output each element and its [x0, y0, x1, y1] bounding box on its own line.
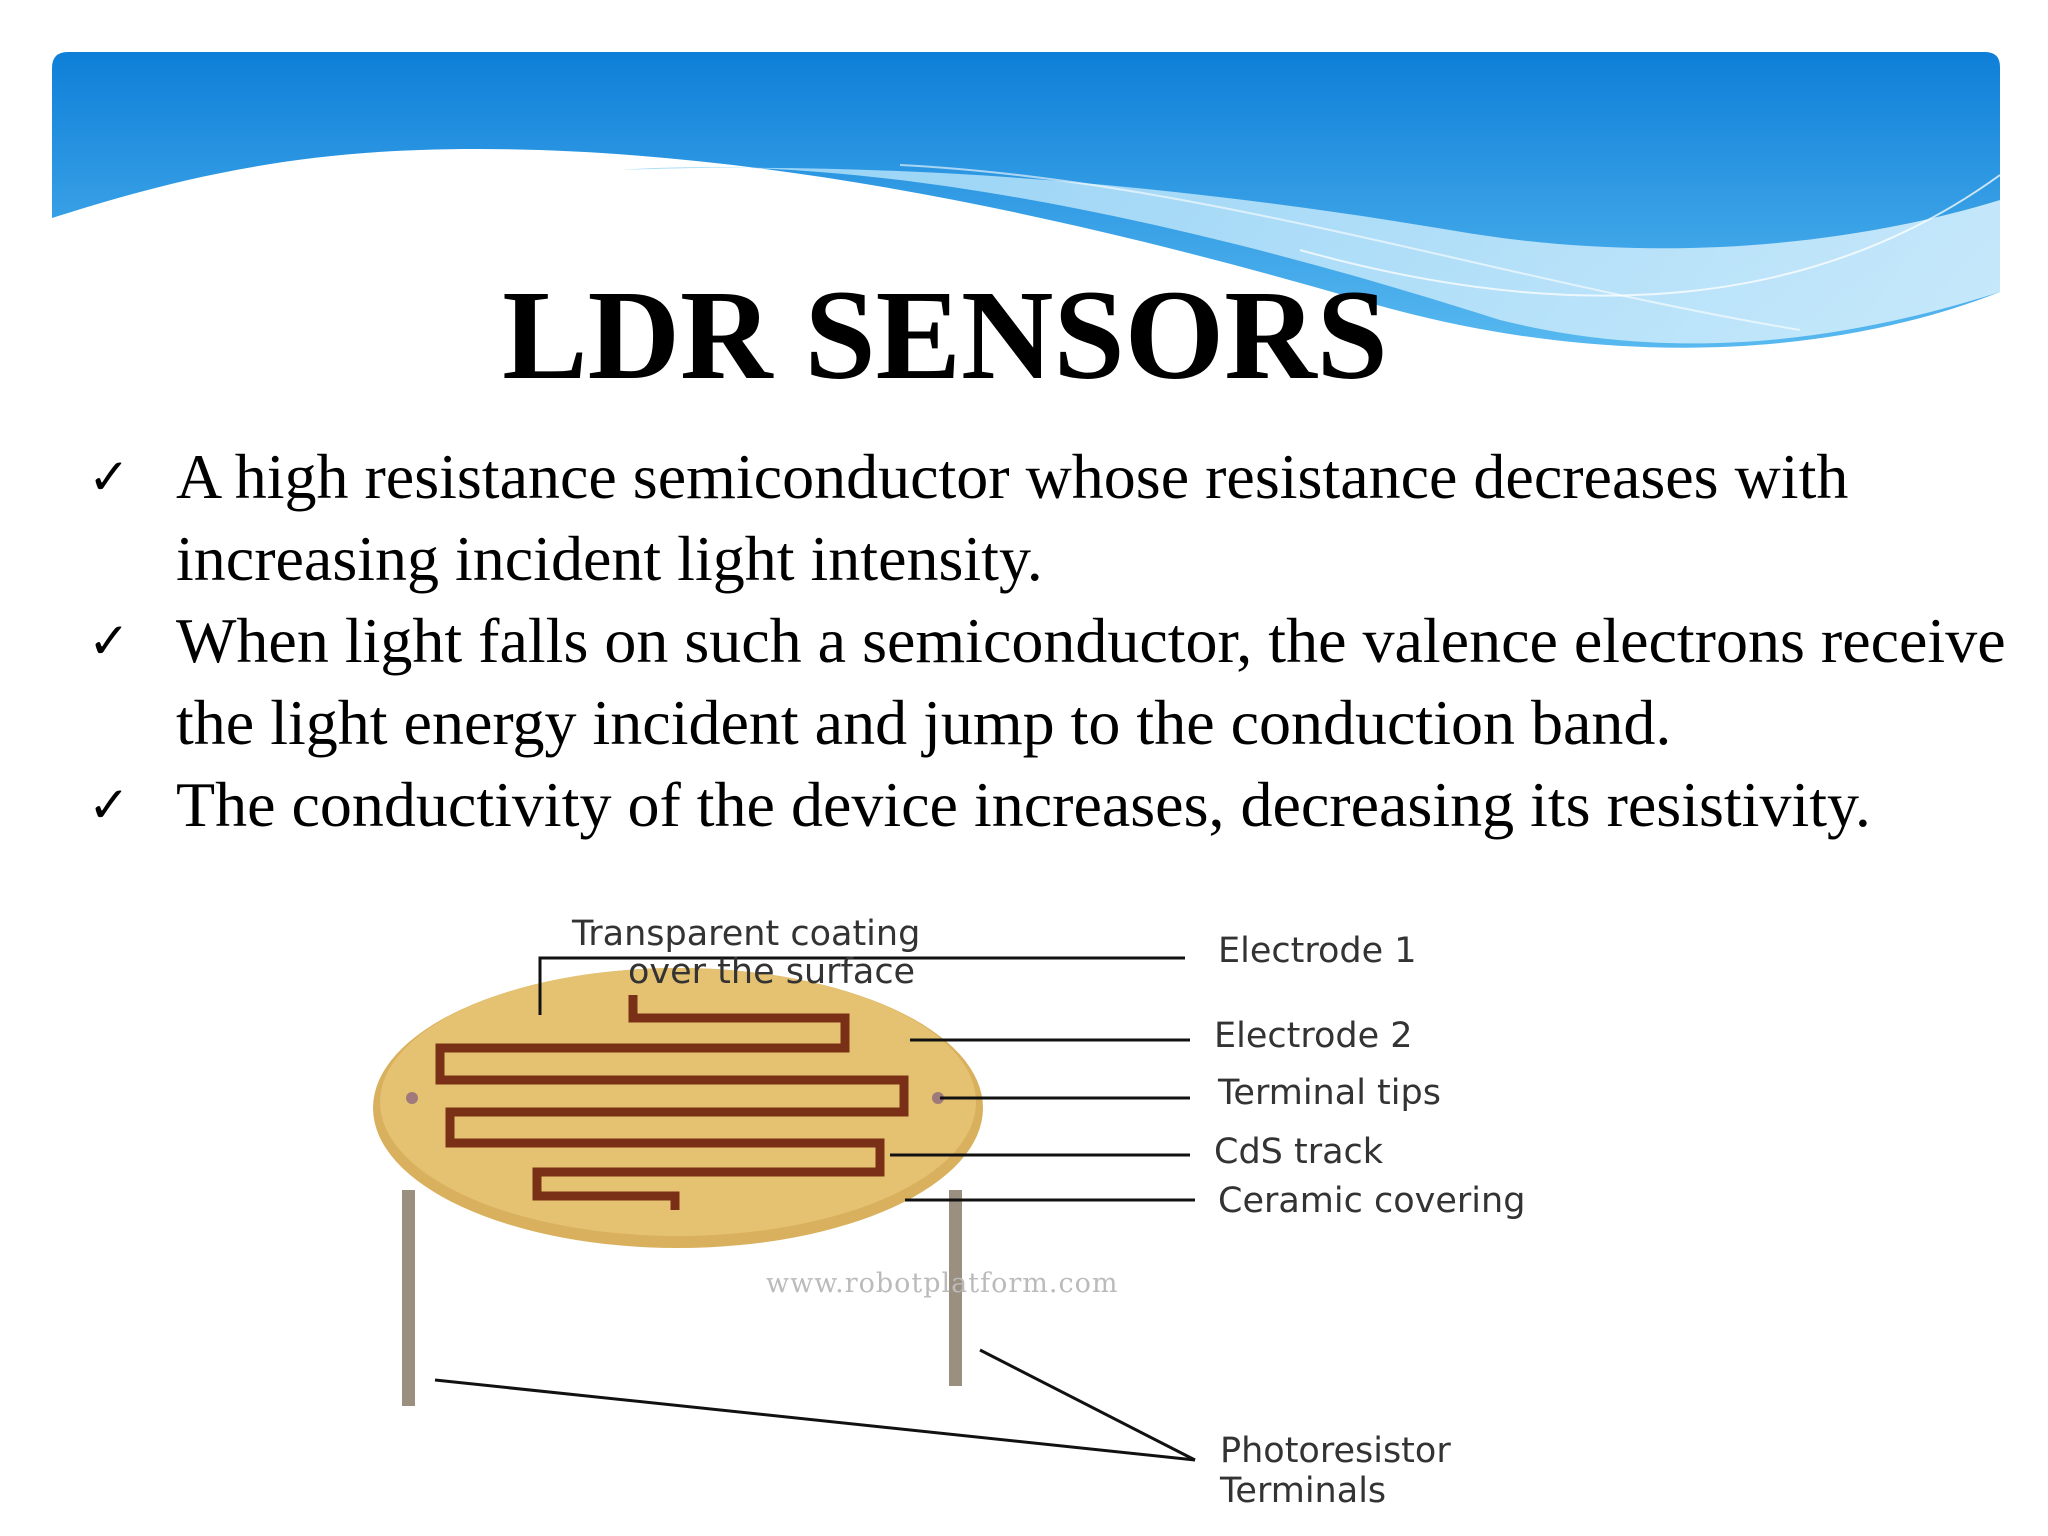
cds-track [435, 995, 909, 1210]
label-electrode-2: Electrode 2 [1214, 1016, 1413, 1056]
leader-lines [434, 956, 1196, 1462]
bullet-text: When light falls on such a semiconductor… [176, 605, 2006, 758]
bullet-item: ✓ When light falls on such a semiconduct… [88, 600, 2028, 764]
bullet-text: A high resistance semiconductor whose re… [176, 441, 1849, 594]
header-wave-banner [52, 52, 2001, 348]
check-mark-icon: ✓ [88, 448, 130, 506]
label-transparent-coating-2: over the surface [628, 952, 915, 992]
label-ceramic-covering: Ceramic covering [1218, 1181, 1525, 1221]
label-terminal-tips: Terminal tips [1217, 1073, 1441, 1113]
terminal-leg-right [949, 1190, 962, 1386]
check-mark-icon: ✓ [88, 776, 130, 834]
bullet-item: ✓ The conductivity of the device increas… [88, 764, 2028, 846]
label-transparent-coating: Transparent coating [571, 914, 920, 954]
label-electrode-1: Electrode 1 [1218, 931, 1417, 971]
terminal-leg-left [402, 1190, 415, 1406]
bullet-text: The conductivity of the device increases… [176, 769, 1871, 840]
label-photoresistor-terminals: Terminals [1219, 1471, 1386, 1511]
label-photoresistor: Photoresistor [1220, 1431, 1451, 1471]
terminal-tip-left [406, 1092, 418, 1104]
bullet-item: ✓ A high resistance semiconductor whose … [88, 436, 2028, 600]
label-cds-track: CdS track [1214, 1132, 1384, 1172]
terminal-tip-right [932, 1092, 944, 1104]
bullet-list: ✓ A high resistance semiconductor whose … [88, 436, 2028, 846]
watermark: www.robotplatform.com [766, 1268, 1118, 1299]
ldr-diagram: Transparent coating over the surface Ele… [373, 914, 1525, 1511]
slide-title: LDR SENSORS [502, 264, 1388, 406]
check-mark-icon: ✓ [88, 612, 130, 670]
